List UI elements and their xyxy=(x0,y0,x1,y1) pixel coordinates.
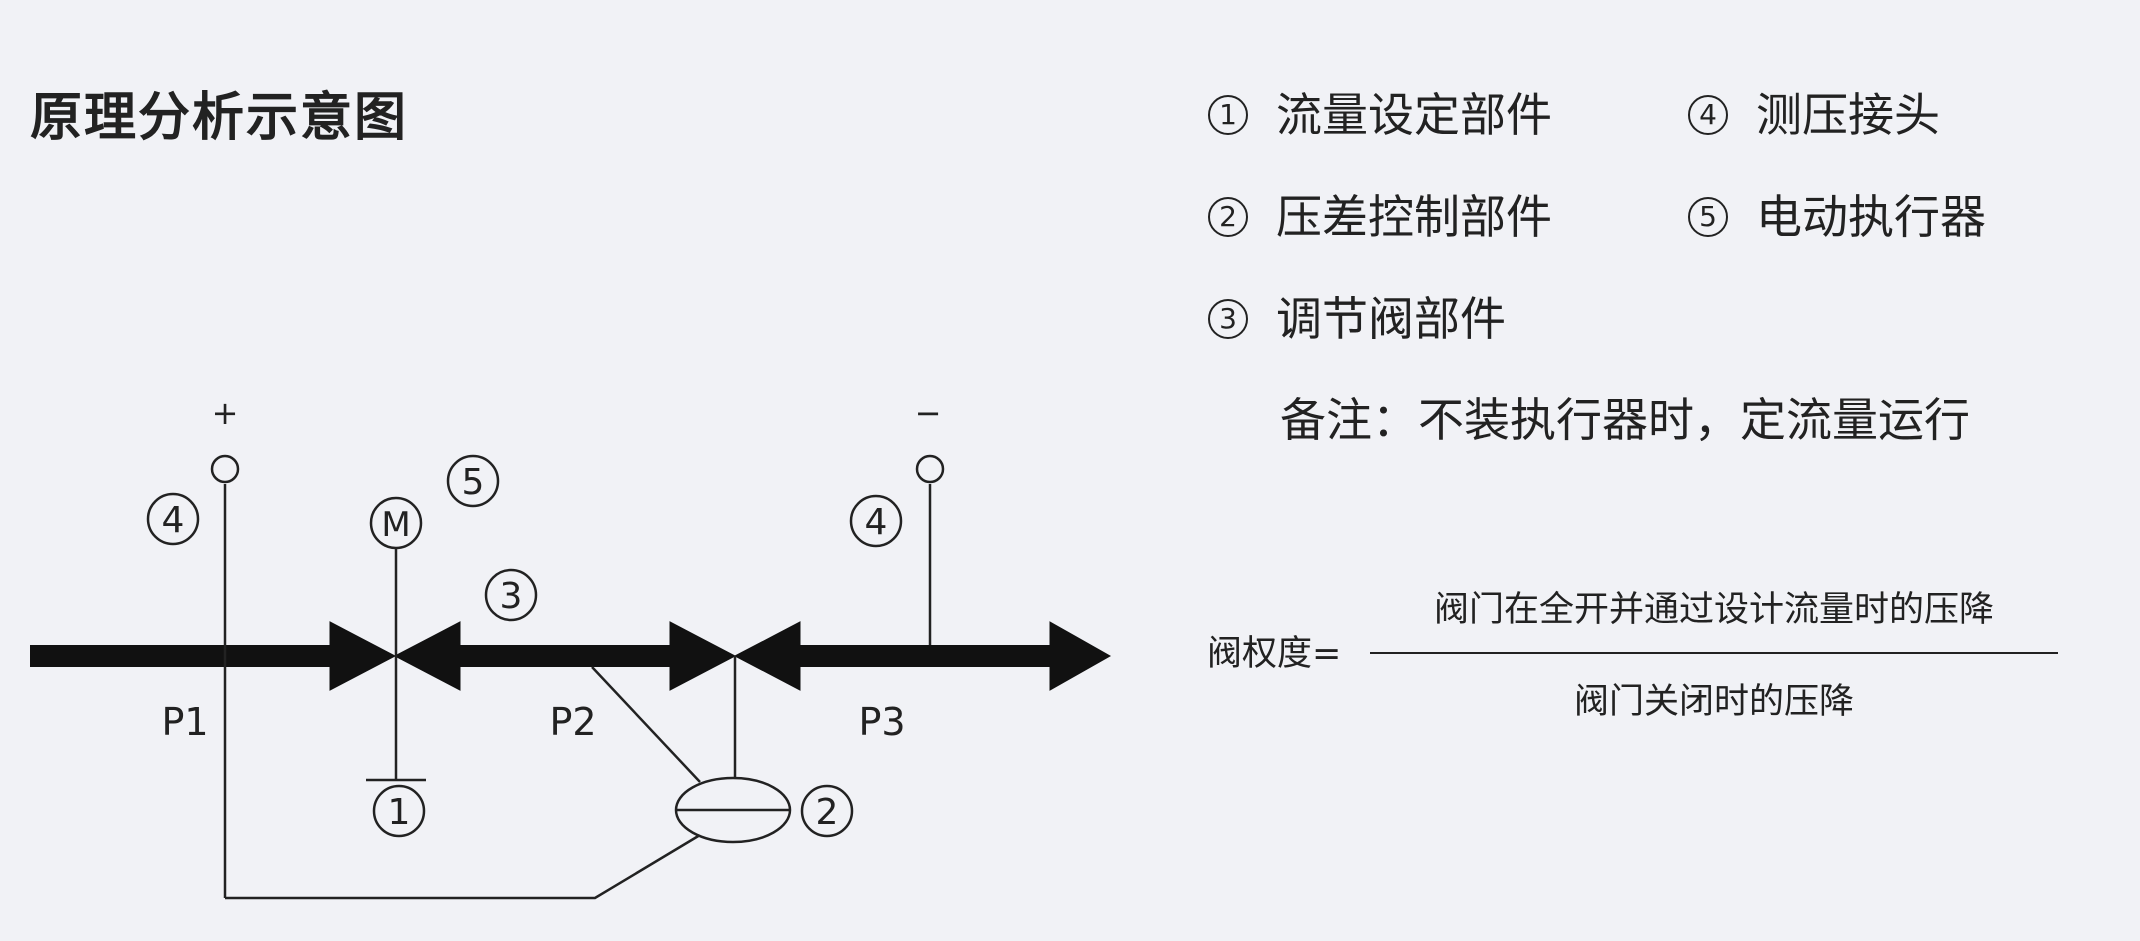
pressure-tap-minus xyxy=(915,454,945,484)
callout-tap-left: 4 xyxy=(146,492,200,546)
pressure-label-p1: P1 xyxy=(161,700,208,744)
svg-text:2: 2 xyxy=(816,792,839,833)
legend-item-pressure-tap: 4 测压接头 xyxy=(1688,87,1940,143)
arrow-right-p3 xyxy=(1049,621,1112,691)
pressure-label-p3: P3 xyxy=(858,700,905,744)
page-title: 原理分析示意图 xyxy=(30,88,409,148)
callout-valve: 3 xyxy=(484,568,538,622)
legend-number: 2 xyxy=(1208,197,1248,237)
callout-dp-control: 2 xyxy=(800,784,854,838)
legend-label: 压差控制部件 xyxy=(1276,190,1552,244)
legend-number: 5 xyxy=(1688,197,1728,237)
legend-number: 3 xyxy=(1208,299,1248,339)
legend-label: 测压接头 xyxy=(1756,88,1940,142)
dp-link-diagonal xyxy=(591,666,701,783)
fraction-bar xyxy=(1370,652,2058,654)
motor-circle xyxy=(369,496,423,550)
signal-lines xyxy=(223,484,932,900)
legend-number: 1 xyxy=(1208,95,1248,135)
remark-note: 备注：不装执行器时，定流量运行 xyxy=(1280,393,1970,447)
legend-item-actuator: 5 电动执行器 xyxy=(1688,189,1986,245)
legend-number: 4 xyxy=(1688,95,1728,135)
svg-text:4: 4 xyxy=(162,500,185,541)
arrow-right-p1 xyxy=(329,621,397,691)
minus-sign: − xyxy=(915,394,942,432)
legend-item-dp-control: 2 压差控制部件 xyxy=(1208,189,1552,245)
callout-flow-set: 1 xyxy=(372,784,426,838)
callout-tap-right: 4 xyxy=(849,494,903,548)
callout-actuator: 5 xyxy=(446,454,500,508)
formula-label: 阀权度= xyxy=(1207,634,1342,674)
svg-text:1: 1 xyxy=(388,792,411,833)
legend-label: 电动执行器 xyxy=(1756,190,1986,244)
svg-text:5: 5 xyxy=(462,462,485,503)
formula-denominator: 阀门关闭时的压降 xyxy=(1573,682,1854,722)
pressure-label-p2: P2 xyxy=(549,700,596,744)
legend-label: 调节阀部件 xyxy=(1276,292,1506,346)
arrow-right-p2 xyxy=(669,621,737,691)
impulse-line xyxy=(225,833,701,900)
dp-diaphragm xyxy=(674,776,792,844)
plus-sign: + xyxy=(212,394,239,432)
motor-label: M xyxy=(381,505,410,545)
pressure-tap-plus xyxy=(210,454,240,484)
svg-text:3: 3 xyxy=(500,576,523,617)
main-pipeline xyxy=(30,621,1112,691)
legend-item-valve: 3 调节阀部件 xyxy=(1208,291,1506,347)
legend-item-flow-set: 1 流量设定部件 xyxy=(1208,87,1552,143)
svg-text:4: 4 xyxy=(865,502,888,543)
legend-label: 流量设定部件 xyxy=(1276,88,1552,142)
formula-numerator: 阀门在全开并通过设计流量时的压降 xyxy=(1433,590,1994,630)
schematic-diagram: M + − 4 5 3 4 1 2 P1 P2 P3 xyxy=(30,394,1112,900)
